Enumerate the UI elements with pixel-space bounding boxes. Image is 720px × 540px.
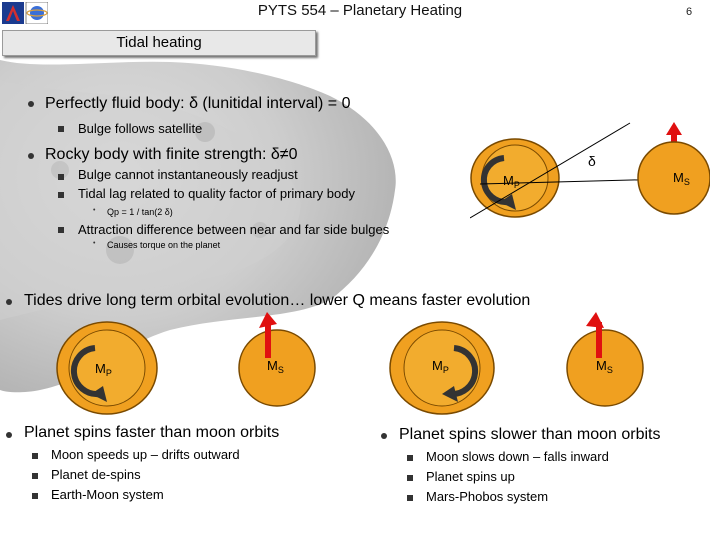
bullet-square (407, 475, 413, 481)
bullet-fluid: Perfectly fluid body: δ (lunitidal inter… (45, 95, 351, 112)
bullet-rocky-sub3: Attraction difference between near and f… (78, 222, 390, 237)
bullet-square (58, 126, 64, 132)
university-logo (2, 2, 48, 24)
moon-body (238, 329, 316, 407)
spin-arrow-icon (449, 345, 479, 398)
bullet-square (58, 174, 64, 180)
bullet-square (407, 495, 413, 501)
bullet-square (32, 493, 38, 499)
bullet-square (407, 455, 413, 461)
faster-item-2: Planet de-spins (51, 467, 141, 482)
faster-item-1: Moon speeds up – drifts outward (51, 447, 240, 462)
bullet-dot (381, 433, 387, 439)
moon-arrow-shaft (265, 322, 271, 358)
bullet-dot (6, 432, 12, 438)
bullet-dot (28, 153, 34, 159)
bullet-rocky-sub1: Bulge cannot instantaneously readjust (78, 167, 298, 182)
moon-label: MS (596, 358, 613, 375)
faster-item-3: Earth-Moon system (51, 487, 164, 502)
planet-label: MP (503, 173, 520, 190)
slower-item-1: Moon slows down – falls inward (426, 449, 609, 464)
faster-spin-diagram: MP MS (56, 312, 316, 415)
bullet-slower: Planet spins slower than moon orbits (399, 426, 661, 443)
section-title: Tidal heating (116, 34, 202, 51)
bullet-dot (28, 101, 34, 107)
bullet-rocky-sub2: Tidal lag related to quality factor of p… (78, 186, 355, 201)
slower-item-2: Planet spins up (426, 469, 515, 484)
bullet-small: • (93, 240, 96, 247)
bullet-rocky-sub2-detail: Qp = 1 / tan(2 δ) (107, 207, 173, 217)
bullet-square (32, 473, 38, 479)
moon-arrow-icon (666, 122, 682, 135)
bullet-square (58, 227, 64, 233)
spin-arrow-icon (70, 345, 100, 398)
delta-label: δ (588, 153, 596, 169)
moon-arrow-shaft (596, 322, 602, 358)
bullet-dot (6, 299, 12, 305)
moon-body (566, 329, 644, 407)
bullet-faster: Planet spins faster than moon orbits (24, 424, 280, 441)
moon-label: MS (673, 170, 690, 187)
planet-label: MP (95, 361, 112, 378)
planet-label: MP (432, 358, 449, 375)
bullet-tides: Tides drive long term orbital evolution…… (24, 292, 531, 309)
tidal-lag-diagram: MP MS δ (470, 122, 710, 219)
bullet-small: • (93, 207, 96, 214)
moon-body (637, 141, 710, 215)
page-number: 6 (686, 6, 693, 18)
moon-arrow-icon (586, 312, 604, 328)
moon-arrow-icon (259, 312, 277, 328)
section-title-box: Tidal heating (2, 30, 316, 56)
bullet-square (32, 453, 38, 459)
slide-title: PYTS 554 – Planetary Heating (257, 2, 463, 19)
bullet-fluid-sub1: Bulge follows satellite (78, 121, 203, 136)
bullet-square (58, 192, 64, 198)
moon-label: MS (267, 358, 284, 375)
bullet-rocky: Rocky body with finite strength: δ≠0 (45, 146, 298, 163)
bullet-rocky-sub3-detail: Causes torque on the planet (107, 240, 221, 250)
slower-item-3: Mars-Phobos system (426, 489, 549, 504)
slower-spin-diagram: MP MS (389, 312, 644, 415)
bulge-axis-line (470, 122, 631, 219)
header-bar (0, 0, 720, 26)
